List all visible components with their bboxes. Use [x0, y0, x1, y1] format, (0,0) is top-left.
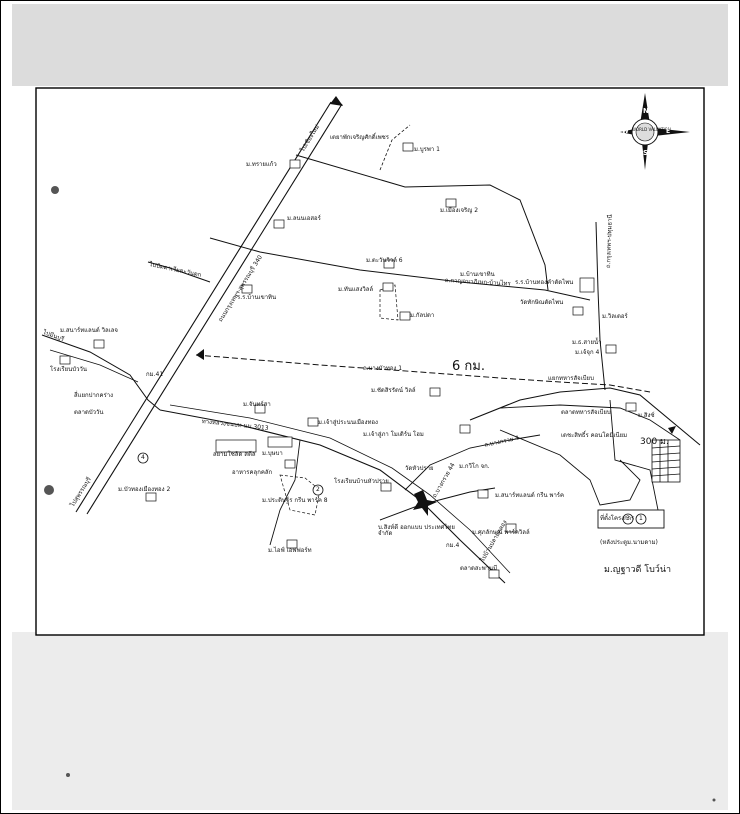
place-label: ม.สนาร์ทแลนด์ กรีน พาร์ค — [495, 492, 565, 499]
route-2-label: 2 — [316, 486, 320, 493]
route-1-label: 1 — [639, 515, 643, 522]
place-label: ร.ร.บ้านเขาทิน — [237, 294, 277, 301]
road-diagonal-center-2 — [169, 404, 511, 574]
place-label: เดชะสิทธิ์ร คอนโดมิเนียม — [561, 432, 628, 439]
distance-6km: 6 กม. — [452, 359, 485, 374]
place-label: กม.41 — [146, 371, 164, 378]
place-label: ม.สิงซ์ — [638, 412, 655, 419]
place-label: ม.เจ้าสู่ภา โมเดิร์น โฮม — [363, 431, 424, 438]
road-label: ถ.บางบัวทอง 1 — [363, 365, 403, 372]
landmark-icons — [59, 142, 637, 579]
place-label: ม.จันทร์สา — [243, 401, 271, 408]
map-frame — [35, 87, 705, 636]
distance-300m: 300 ม. — [640, 437, 669, 447]
place-label: ม.กวีโก จก. — [459, 463, 490, 470]
road-southwest — [269, 439, 301, 546]
place-label: ม.ธ.สายน้ำ — [572, 339, 602, 346]
place-label: กม.4 — [446, 542, 460, 549]
place-label: ตลาดบัววัน — [74, 409, 104, 416]
place-label: ม.กัลปดา — [410, 312, 435, 319]
place-label: วัดหัวปราย — [405, 465, 434, 472]
road-loop-right — [499, 429, 641, 506]
place-label: ม.เจ้าสู่ประนนเมืองทอง — [318, 419, 378, 426]
place-label: ม.สนาร์ทแลนด์ วิลเลจ — [60, 327, 118, 334]
route-badge-4 — [137, 452, 149, 464]
road-dashed-6km — [195, 354, 651, 393]
route-badge-3 — [622, 513, 634, 525]
road-diagonal-center — [159, 409, 506, 584]
road-east-vertical — [595, 221, 606, 391]
place-label: ม.ศุภลักษณ์ พาร์ควิลล์ — [472, 529, 530, 536]
place-label: ม.ประดิษฐ์ร กรีน พาร์ค 8 — [262, 497, 328, 504]
place-label: ม.ทรายแก้ว — [246, 161, 277, 168]
place-label: ม.บูรพา 1 — [414, 146, 440, 153]
place-label: ม.เจ้จุก 4 — [575, 349, 600, 356]
place-label: ม.บัวทองเมืองทอง 2 — [118, 486, 171, 493]
place-label: ม.ทันแสงวิลล์ — [338, 286, 374, 293]
highway-arrow — [330, 96, 343, 106]
place-label: วัดทักษิณตัดไพน — [520, 299, 564, 306]
compass-text: WORLD VALUATION — [632, 127, 671, 132]
destination-sub-label: (หลังประตูม.นามดาม) — [600, 539, 658, 546]
place-label: ม.ตะวันวิวล์ 6 — [366, 257, 403, 264]
place-label: โรงเรียนบัววัน — [50, 366, 87, 373]
place-label: ม.เมืองเจริญ 2 — [440, 207, 479, 214]
place-label: ม.ไอฟ์ เอฟฟอร์ท — [268, 547, 312, 554]
place-label: แยกทหารสัจเบียบ — [548, 375, 594, 382]
place-label: ม.บุษบา — [262, 450, 283, 457]
compass-rose — [620, 93, 690, 170]
road-west — [41, 334, 161, 411]
road-east-main-2 — [499, 404, 681, 441]
university-label: ม.ญฐาวดี โบว์น่า — [604, 565, 672, 575]
place-label: ตลาดสะพานมี — [460, 565, 498, 572]
place-label: ร.ร.บ้านทองคำตัดไพน — [515, 279, 574, 286]
highway-main — [75, 101, 343, 515]
compass-s: S — [643, 149, 649, 157]
place-label: สี่แยกปากคร่าง — [74, 392, 114, 399]
place-label: ม.ชัดสิรรัตน์ วิลล์ — [371, 387, 416, 394]
place-label: ม.วิลเดอร์ — [602, 313, 628, 320]
destination-arrow — [668, 426, 676, 434]
place-label: โรงเรียนบ้านหัวปราย — [334, 478, 389, 485]
destination-block — [651, 439, 681, 483]
road-dashed-arrow — [196, 349, 204, 360]
place-label: สยามโซลิด สตีล — [213, 451, 256, 458]
destination-label: ที่ตั้งโครงการ — [600, 515, 635, 522]
road-mid-east-2 — [147, 261, 211, 283]
place-label: บ.สิงห์ดี ออกแบบ ประเทศไทย จำกัด — [378, 524, 455, 537]
scan-specks — [44, 186, 716, 802]
compass-w: W — [622, 128, 629, 135]
scan-band-top — [12, 4, 728, 86]
road-north-small — [379, 124, 411, 171]
road-north-loop — [295, 154, 549, 291]
place-label: ตลาดทหารสัจเบียบ — [561, 409, 611, 416]
route-badge-2 — [312, 484, 324, 496]
road-southwest-dashed — [279, 474, 321, 516]
road-south-right — [609, 399, 661, 521]
road-east-main — [469, 387, 701, 446]
place-label: อาหารคลุกคลัก — [232, 469, 273, 476]
road-west-2 — [49, 349, 139, 383]
place-label: ม.บ้านเขาทิน — [460, 271, 495, 278]
road-mid-east — [209, 237, 591, 301]
route-badge-1 — [635, 513, 647, 525]
route-3-label: 3 — [626, 515, 630, 522]
intersection-marker — [413, 490, 437, 516]
place-label: เตยาพักเจริญศักดิ์เพชร — [330, 134, 389, 141]
place-label: ม.ลนนเอสอร์ — [287, 215, 321, 222]
compass-n: N — [643, 107, 649, 115]
compass-e: E — [666, 128, 671, 135]
route-4-label: 4 — [141, 454, 145, 461]
scan-band-bottom — [12, 632, 728, 810]
